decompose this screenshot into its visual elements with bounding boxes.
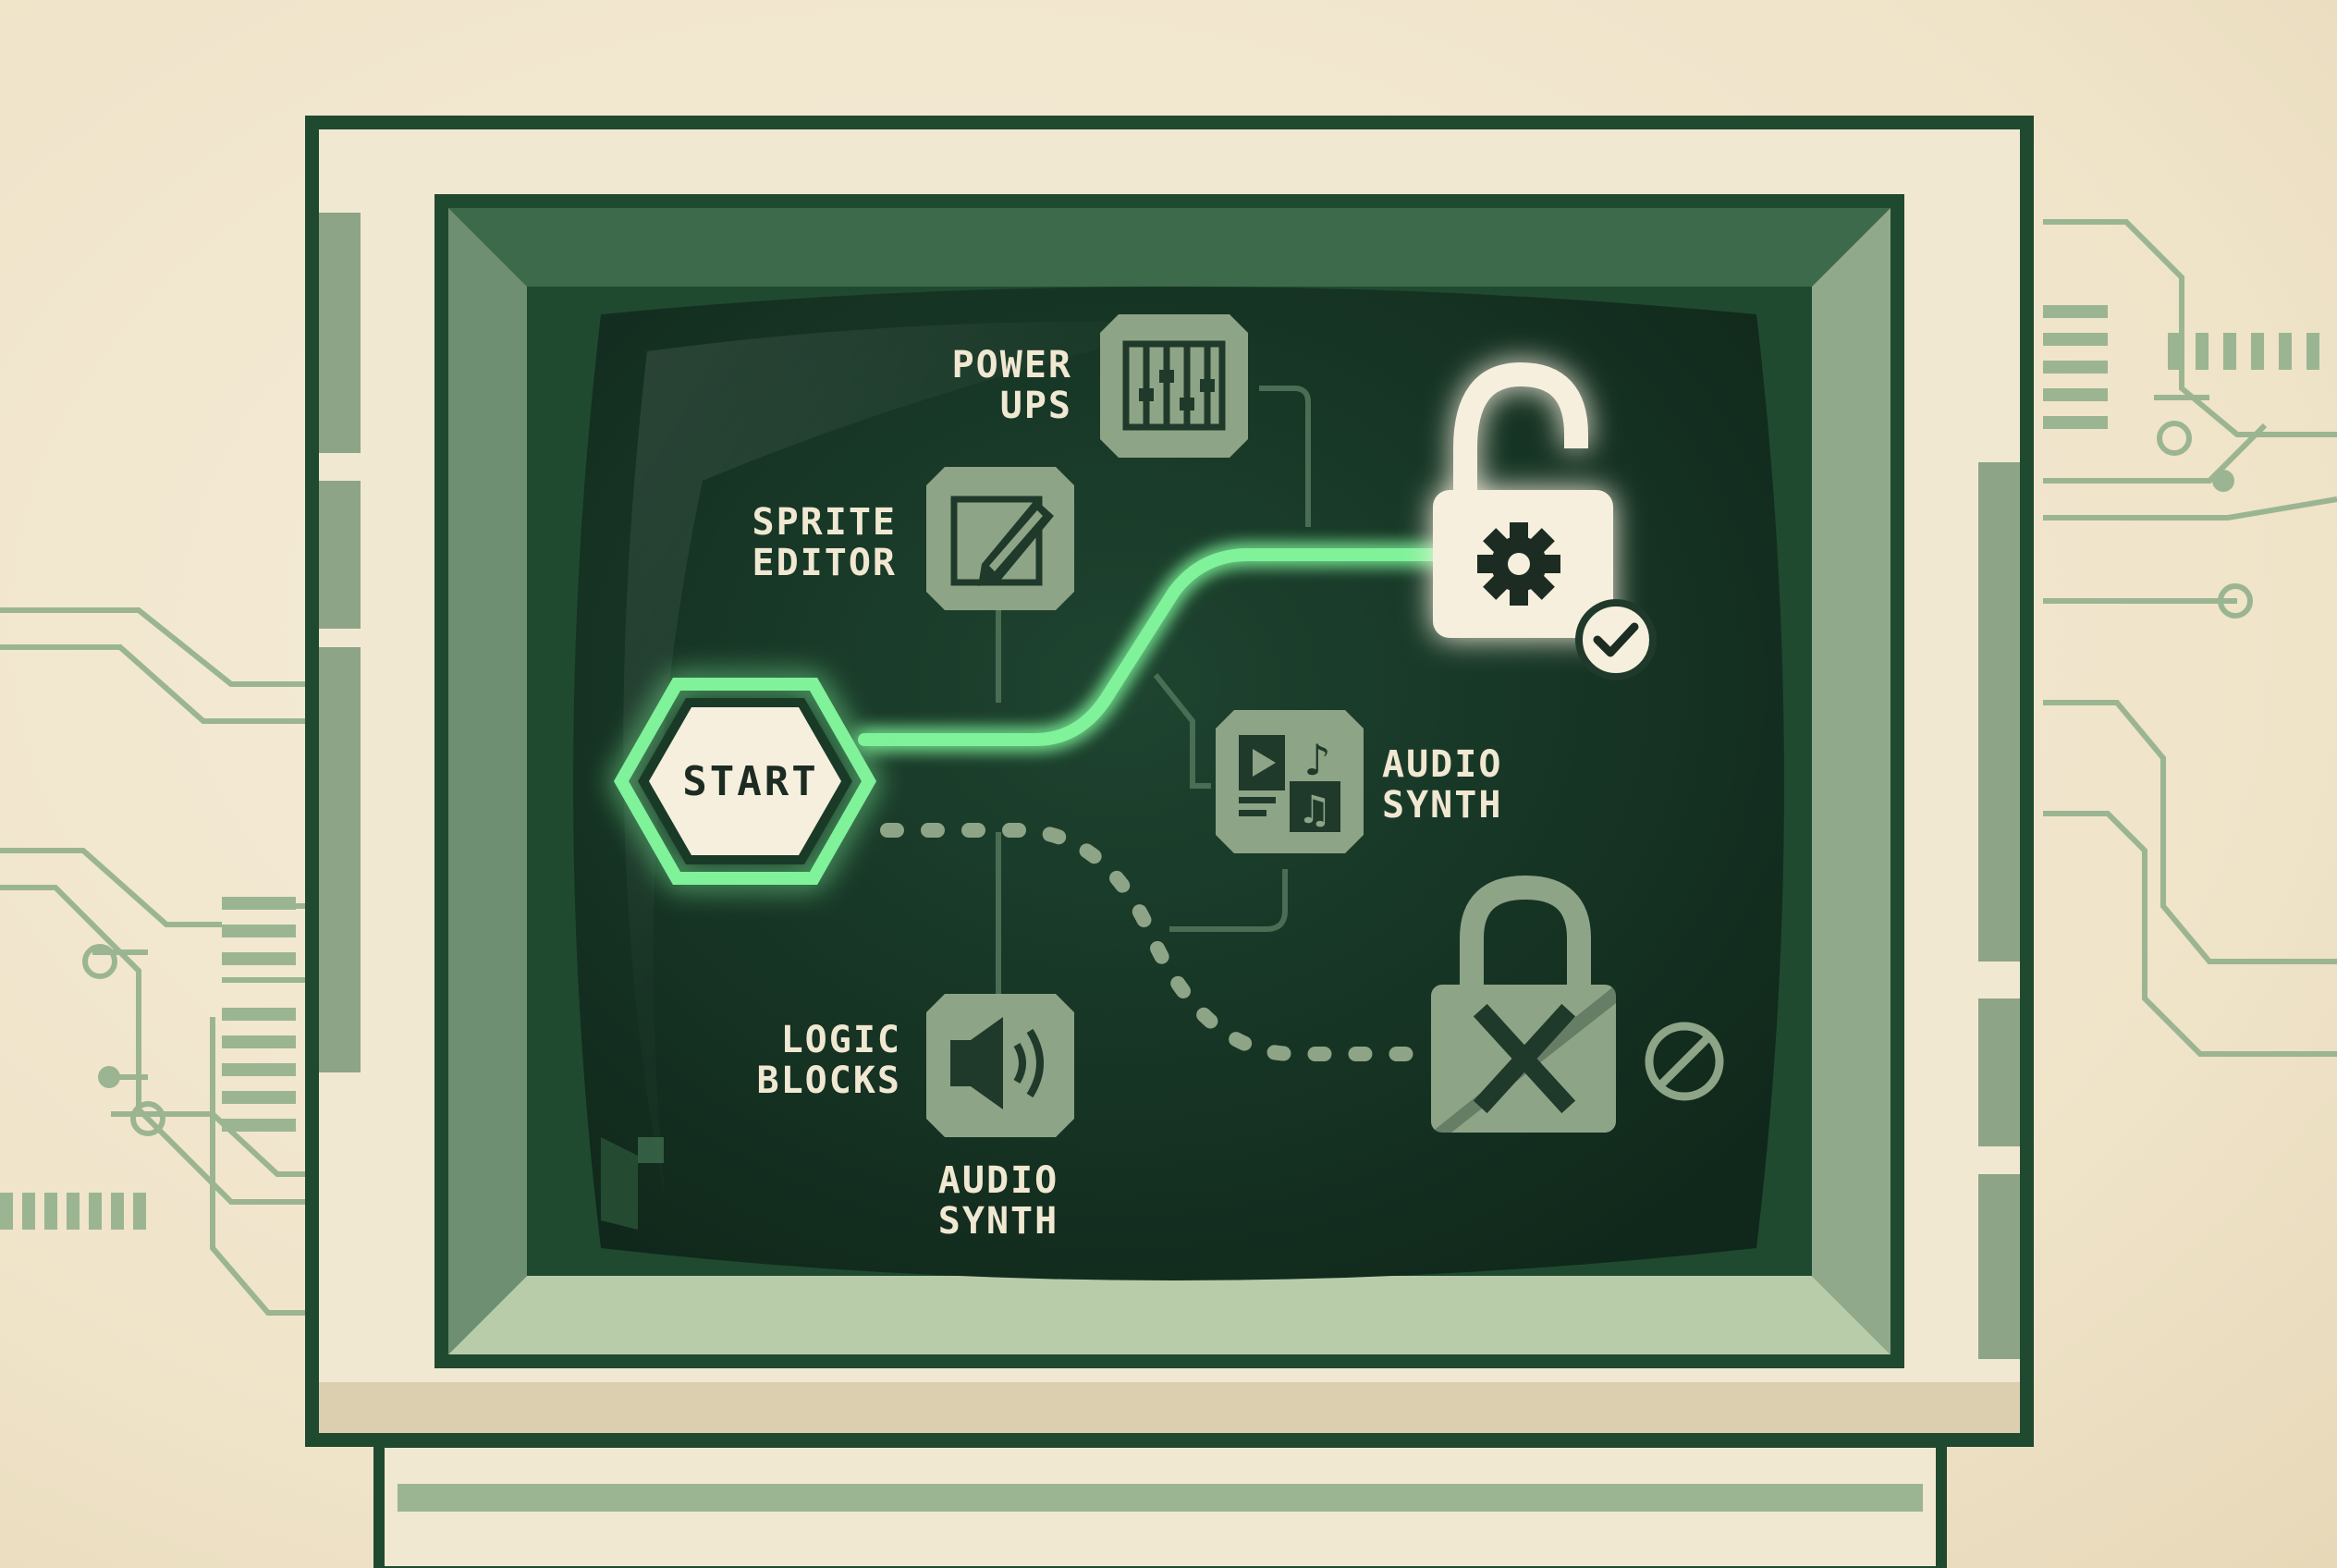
- unlocked-path: [858, 548, 1449, 746]
- speaker-icon: [950, 1017, 1044, 1109]
- power-ups-label-line2: UPS: [1000, 385, 1072, 427]
- sprite-editor-label-line2: EDITOR: [752, 542, 898, 584]
- node-logic-blocks[interactable]: LOGIC BLOCKS AUDIO SYNTH: [757, 994, 1075, 1243]
- svg-text:♪: ♪: [1303, 735, 1330, 785]
- svg-text:♫: ♫: [1297, 787, 1332, 832]
- circuit-pads-right: [2043, 305, 2319, 619]
- audio-synth-right-label-line2: SYNTH: [1382, 784, 1502, 827]
- audio-synth-bottom-label-line2: SYNTH: [938, 1200, 1058, 1243]
- x-icon: [1473, 1003, 1576, 1114]
- node-audio-synth-right[interactable]: ♫ ♪ AUDIO SYNTH: [1216, 710, 1502, 853]
- start-node[interactable]: START: [613, 678, 877, 885]
- node-sprite-editor[interactable]: SPRITE EDITOR: [752, 467, 1075, 610]
- media-music-icon: ♫ ♪: [1239, 735, 1340, 832]
- audio-synth-right-label-line1: AUDIO: [1382, 743, 1502, 786]
- prohibited-icon: [1645, 1022, 1724, 1101]
- blocked-padlock-node[interactable]: [1431, 875, 1616, 1133]
- monitor-stand: [373, 1437, 1947, 1568]
- check-icon: [1575, 599, 1657, 680]
- locked-connections: [996, 386, 1311, 994]
- circuit-traces-right: [2043, 219, 2337, 1057]
- gear-icon: [1477, 522, 1560, 606]
- node-power-ups[interactable]: POWER UPS: [952, 314, 1248, 458]
- start-label: START: [682, 758, 818, 805]
- power-ups-label-line1: POWER: [952, 344, 1072, 386]
- circuit-pads-left: [0, 897, 296, 1230]
- logic-blocks-label-line2: BLOCKS: [757, 1060, 902, 1102]
- pencil-edit-icon: [950, 496, 1054, 586]
- audio-synth-bottom-label-line1: AUDIO: [938, 1159, 1058, 1202]
- logic-blocks-label-line1: LOGIC: [781, 1019, 901, 1061]
- blocked-path: [880, 823, 1431, 1061]
- sprite-editor-label-line1: SPRITE: [752, 501, 898, 544]
